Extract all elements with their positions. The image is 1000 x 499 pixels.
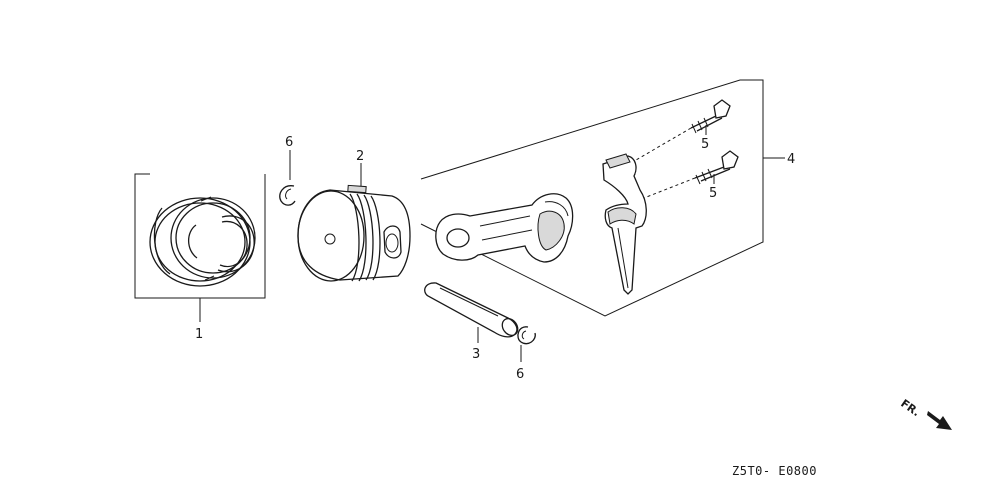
piston-group[interactable]: 2 <box>297 149 411 282</box>
connecting-rod-group[interactable]: 4 5 5 <box>420 79 795 317</box>
direction-label: FR. <box>898 397 922 419</box>
callout-4: 4 <box>787 152 795 167</box>
piston-top-edge <box>347 184 367 194</box>
piston-pin <box>424 282 518 338</box>
piston-crown-mark <box>324 233 336 245</box>
conrod-bolt-upper: 5 <box>690 99 731 152</box>
callout-3: 3 <box>472 347 480 362</box>
conrod-big-end-face <box>537 210 565 251</box>
piston-rings-group[interactable]: 1 <box>134 173 266 342</box>
diagram-code: Z5T0- E0800 <box>732 464 817 478</box>
rings-bracket-frame <box>134 173 266 299</box>
connecting-rod-body <box>435 193 574 263</box>
piston-crown <box>297 190 365 282</box>
conrod-bolt-lower: 5 <box>694 150 739 201</box>
conrod-small-end-bore <box>446 228 470 248</box>
piston-pin-clip-left-group[interactable]: 6 <box>279 135 296 206</box>
callout-6-left: 6 <box>285 135 293 150</box>
conrod-bracket-frame <box>420 79 764 317</box>
piston-pin-group[interactable]: 3 <box>424 282 521 362</box>
callout-6-right: 6 <box>516 367 524 382</box>
piston-ring-middle <box>170 197 256 279</box>
connecting-rod-cap <box>602 155 647 295</box>
callout-5-lower: 5 <box>709 186 717 201</box>
callout-5-upper: 5 <box>701 137 709 152</box>
front-direction-indicator: FR. <box>898 397 952 430</box>
front-arrow-icon <box>927 411 952 430</box>
callout-1: 1 <box>195 327 203 342</box>
piston-ring-inner <box>217 215 255 273</box>
callout-2: 2 <box>356 149 364 164</box>
piston-pin-clip-right <box>517 326 536 345</box>
piston-pin-clip-left <box>279 185 296 206</box>
piston-pin-clip-right-group[interactable]: 6 <box>516 326 536 382</box>
